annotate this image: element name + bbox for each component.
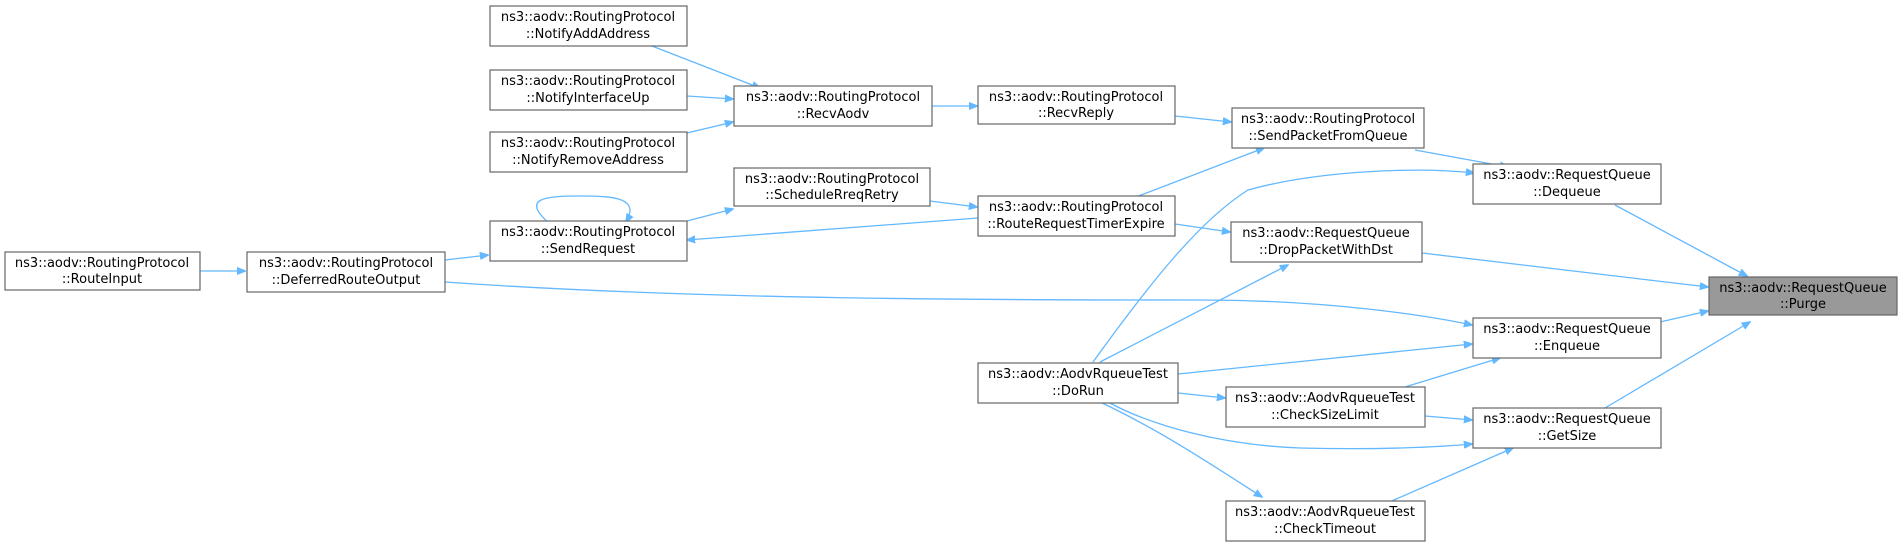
node-label-line1: ns3::aodv::RoutingProtocol [259, 256, 433, 271]
node-label-line2: ::NotifyAddAddress [526, 27, 650, 42]
node-label-line1: ns3::aodv::RequestQueue [1483, 168, 1650, 183]
node-routingprotocol-notifyaddaddress[interactable]: ns3::aodv::RoutingProtocol ::NotifyAddAd… [489, 5, 688, 47]
node-label-line2: ::RecvReply [1038, 106, 1114, 121]
node-label-line1: ns3::aodv::RequestQueue [1242, 226, 1409, 241]
node-label-line1: ns3::aodv::RoutingProtocol [501, 10, 675, 25]
node-label-line1: ns3::aodv::RoutingProtocol [989, 200, 1163, 215]
edge-dorun-to-getsize [1107, 401, 1472, 450]
node-aodvrqueuetest-dorun[interactable]: ns3::aodv::AodvRqueueTest ::DoRun [977, 362, 1179, 404]
edge-dorun-to-droppacket [1099, 265, 1288, 363]
edge-recvreply-to-sendpacketfromqueue [1174, 115, 1231, 122]
edge-dequeue-to-purge [1614, 204, 1747, 276]
node-label-line1: ns3::aodv::RoutingProtocol [989, 90, 1163, 105]
node-label-line1: ns3::aodv::RoutingProtocol [501, 136, 675, 151]
node-routingprotocol-recvreply[interactable]: ns3::aodv::RoutingProtocol ::RecvReply [977, 85, 1176, 125]
node-label-line2: ::CheckSizeLimit [1271, 408, 1379, 423]
node-requestqueue-droppacketwithdst[interactable]: ns3::aodv::RequestQueue ::DropPacketWith… [1230, 221, 1423, 263]
edges [200, 45, 1750, 508]
node-requestqueue-enqueue[interactable]: ns3::aodv::RequestQueue ::Enqueue [1472, 317, 1662, 359]
node-aodvrqueuetest-checktimeout[interactable]: ns3::aodv::AodvRqueueTest ::CheckTimeout [1225, 500, 1426, 542]
node-routingprotocol-schedulerreqretry[interactable]: ns3::aodv::RoutingProtocol ::ScheduleRre… [733, 167, 931, 207]
node-label-line2: ::SendRequest [541, 242, 635, 257]
edge-routerequesttimerexpire-to-sendrequest [687, 217, 979, 240]
node-label-line2: ::GetSize [1538, 429, 1597, 444]
edge-checksizelimit-to-enqueue [1394, 358, 1500, 391]
node-routingprotocol-notifyremoveaddress[interactable]: ns3::aodv::RoutingProtocol ::NotifyRemov… [489, 131, 688, 173]
edge-checksizelimit-to-getsize [1424, 416, 1472, 420]
node-aodvrqueuetest-checksizelimit[interactable]: ns3::aodv::AodvRqueueTest ::CheckSizeLim… [1225, 386, 1426, 428]
edge-dorun-to-checksizelimit [1177, 392, 1225, 398]
node-label-line2: ::Enqueue [1534, 339, 1600, 354]
node-label-line1: ns3::aodv::AodvRqueueTest [1235, 505, 1415, 520]
edge-getsize-to-purge [1604, 322, 1750, 409]
node-label-line2: ::Dequeue [1533, 185, 1601, 200]
node-label-line1: ns3::aodv::RequestQueue [1719, 281, 1886, 296]
edge-droppacket-to-purge [1421, 252, 1708, 287]
node-routingprotocol-sendrequest[interactable]: ns3::aodv::RoutingProtocol ::SendRequest [489, 220, 688, 262]
node-routingprotocol-deferredrouteoutput[interactable]: ns3::aodv::RoutingProtocol ::DeferredRou… [246, 251, 446, 293]
node-label-line1: ns3::aodv::RoutingProtocol [1241, 112, 1415, 127]
node-routingprotocol-notifyinterfaceup[interactable]: ns3::aodv::RoutingProtocol ::NotifyInter… [489, 69, 688, 111]
node-label-line2: ::CheckTimeout [1274, 522, 1376, 537]
node-label-line2: ::DeferredRouteOutput [272, 273, 421, 288]
node-label-line1: ns3::aodv::RoutingProtocol [746, 90, 920, 105]
edge-sendrequest-self-loop [536, 195, 630, 225]
edge-routerequesttimerexpire-to-droppacket [1174, 223, 1230, 232]
node-requestqueue-dequeue[interactable]: ns3::aodv::RequestQueue ::Dequeue [1472, 163, 1662, 205]
node-label-line2: ::NotifyRemoveAddress [512, 153, 664, 168]
edge-dorun-to-checktimeout [1099, 401, 1262, 497]
node-label-line1: ns3::aodv::RoutingProtocol [15, 256, 189, 271]
edge-checktimeout-to-getsize [1377, 448, 1513, 508]
edge-notifyaddaddress-to-recvaodv [651, 45, 760, 88]
node-requestqueue-getsize[interactable]: ns3::aodv::RequestQueue ::GetSize [1472, 407, 1662, 449]
node-label-line1: ns3::aodv::AodvRqueueTest [1235, 391, 1415, 406]
node-label-line2: ::RouteRequestTimerExpire [987, 217, 1164, 232]
node-label-line2: ::ScheduleRreqRetry [765, 188, 899, 203]
node-label-line2: ::DropPacketWithDst [1259, 243, 1393, 258]
node-label-line1: ns3::aodv::RequestQueue [1483, 412, 1650, 427]
node-requestqueue-purge[interactable]: ns3::aodv::RequestQueue ::Purge [1708, 276, 1898, 316]
node-label-line2: ::RecvAodv [797, 107, 870, 122]
edge-deferredrouteoutput-to-sendrequest [444, 255, 488, 261]
node-label-line1: ns3::aodv::RequestQueue [1483, 322, 1650, 337]
edge-routerequesttimerexpire-to-sendpacketfromqueue [1127, 148, 1264, 201]
node-label-line2: ::NotifyInterfaceUp [526, 91, 649, 106]
node-label-line2: ::SendPacketFromQueue [1249, 129, 1408, 144]
node-label-line2: ::RouteInput [62, 272, 142, 287]
edge-dorun-to-dequeue [1092, 170, 1474, 363]
edge-deferredrouteoutput-to-enqueue [444, 281, 1472, 325]
edge-schedulerreqretry-to-routerequesttimerexpire [929, 200, 977, 207]
edge-dorun-to-enqueue [1177, 344, 1472, 375]
node-routingprotocol-sendpacketfromqueue[interactable]: ns3::aodv::RoutingProtocol ::SendPacketF… [1231, 107, 1425, 149]
node-label-line1: ns3::aodv::RoutingProtocol [501, 225, 675, 240]
edge-notifyremoveaddress-to-recvaodv [686, 122, 733, 134]
edge-notifyinterfaceup-to-recvaodv [686, 96, 733, 99]
node-label-line2: ::DoRun [1052, 384, 1104, 399]
node-label-line1: ns3::aodv::RoutingProtocol [501, 74, 675, 89]
node-label-line2: ::Purge [1780, 297, 1826, 312]
edge-sendrequest-to-schedulerreqretry [686, 209, 733, 222]
node-routingprotocol-recvaodv[interactable]: ns3::aodv::RoutingProtocol ::RecvAodv [733, 85, 933, 127]
node-label-line1: ns3::aodv::RoutingProtocol [745, 172, 919, 187]
node-routingprotocol-routeinput[interactable]: ns3::aodv::RoutingProtocol ::RouteInput [4, 251, 201, 291]
edge-enqueue-to-purge [1659, 311, 1708, 323]
node-routingprotocol-routerequesttimerexpire[interactable]: ns3::aodv::RoutingProtocol ::RouteReques… [977, 195, 1176, 237]
node-label-line1: ns3::aodv::AodvRqueueTest [988, 367, 1168, 382]
nodes: ns3::aodv::RequestQueue ::Purge ns3::aod… [4, 5, 1898, 542]
